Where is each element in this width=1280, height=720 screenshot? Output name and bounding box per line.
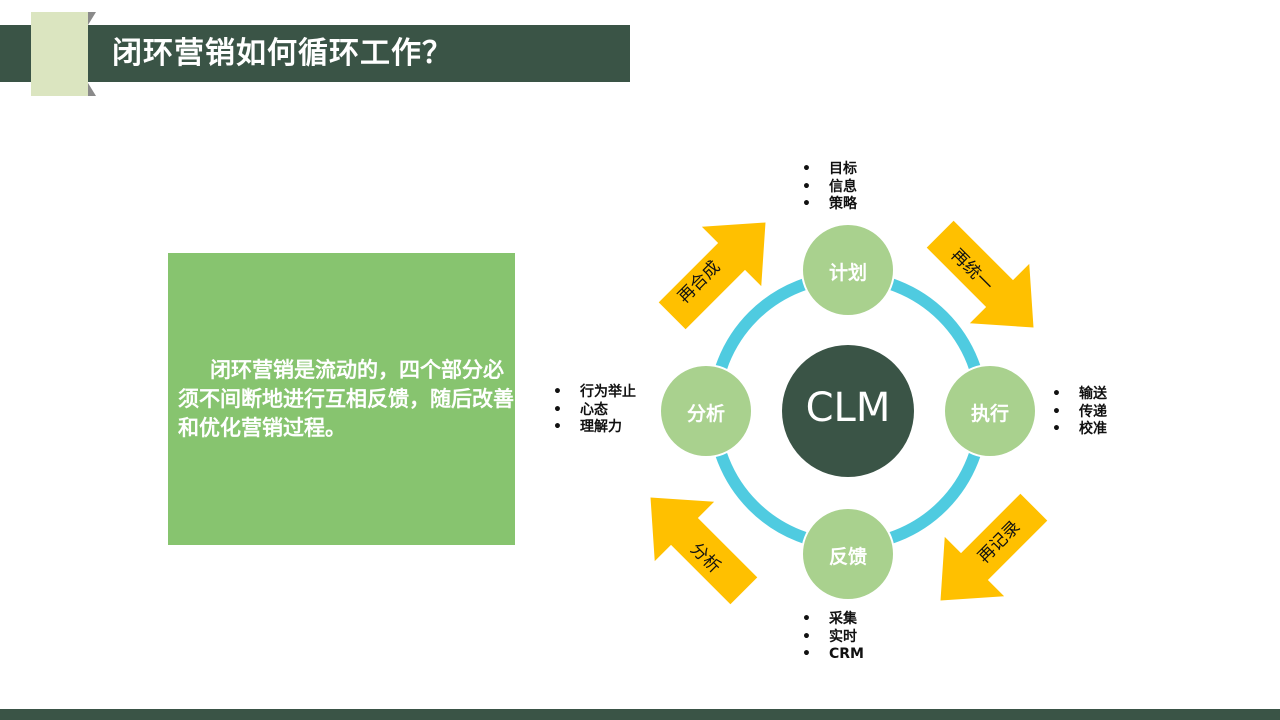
bullet-item: •传递 [1052,403,1107,420]
title-accent-block [31,12,88,96]
bullet-list-execute: •输送 •传递 •校准 [1052,386,1107,439]
footer-bar [0,709,1280,720]
bullet-item: •输送 [1052,386,1107,402]
bullet-item: •信息 [802,178,857,195]
node-label-execute: 执行 [970,403,1009,425]
node-label-analyze: 分析 [686,403,725,425]
bullet-item: •采集 [802,611,857,627]
arrow-top-left [658,222,766,330]
bullet-item: •校准 [1052,421,1107,437]
bullet-item: •策略 [802,196,857,212]
bullet-item: •理解力 [553,419,622,435]
bullet-list-plan: •目标 •信息 •策略 [802,161,857,214]
title-bar [0,25,630,82]
bullet-item: •心态 [553,401,608,418]
arrow-bottom-right [940,493,1048,601]
bullet-item: •CRM [802,646,864,662]
title-accent-shadow [88,12,96,25]
page-title: 闭环营销如何循环工作？ [112,36,453,71]
node-circle-feedback [801,507,895,601]
node-label-plan: 计划 [828,262,867,284]
arrow-bottom-left [650,497,758,605]
bullet-list-feedback: •采集 •实时 •CRM [802,611,864,664]
bullet-item: •行为举止 [553,384,636,400]
center-label: CLM [805,385,891,431]
bullet-item: •实时 [802,628,857,645]
bullet-list-analyze: •行为举止 •心态 •理解力 [553,384,636,437]
bullet-item: •目标 [802,161,857,177]
node-circle-execute [943,364,1037,458]
arrow-top-right [926,220,1034,328]
title-accent-shadow [88,83,96,96]
node-label-feedback: 反馈 [828,546,867,568]
center-circle [782,345,914,477]
node-circle-plan [801,223,895,317]
description-box [168,253,515,545]
description-text: 闭环营销是流动的，四个部分必须不间断地进行互相反馈，随后改善和优化营销过程。 [178,358,514,440]
node-circle-analyze [659,364,753,458]
